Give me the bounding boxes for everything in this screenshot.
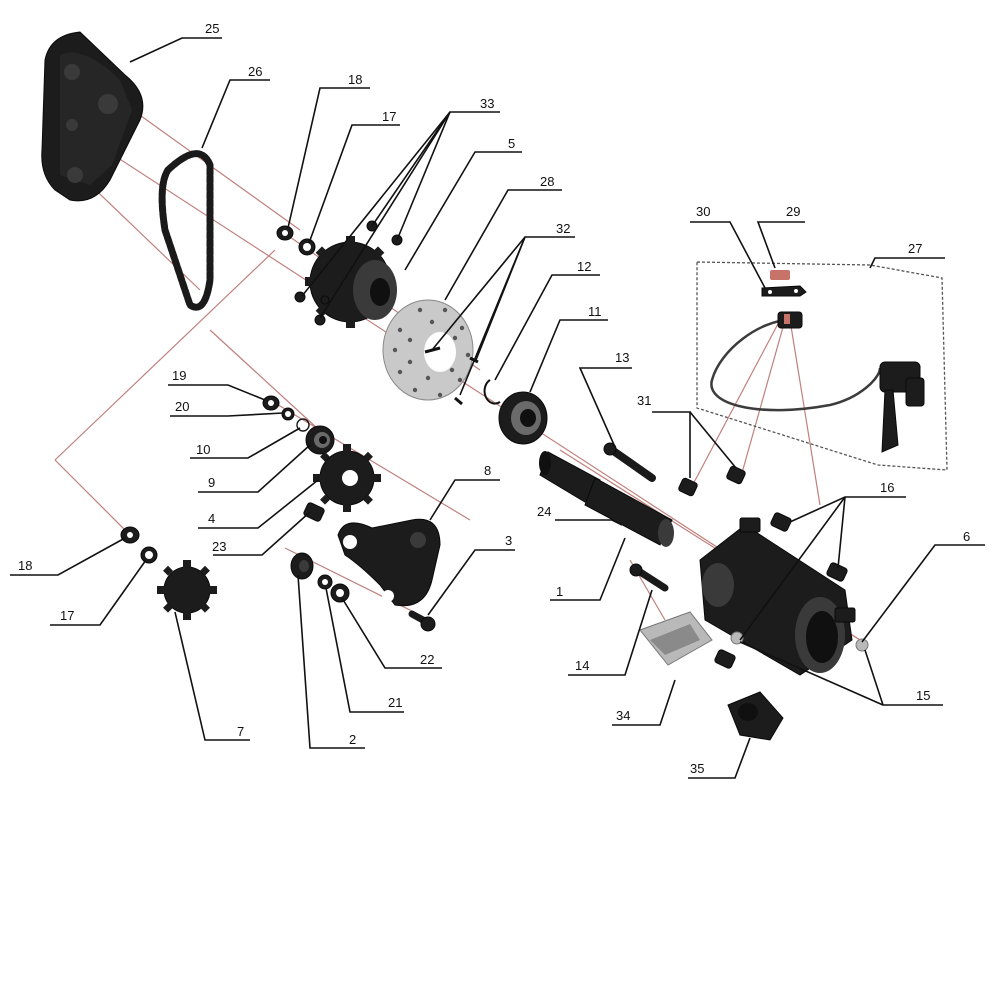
callout-25: 25	[205, 21, 219, 36]
part-25-chain-guard	[41, 31, 144, 202]
callout-12: 12	[577, 259, 591, 274]
callout-1: 1	[556, 584, 563, 599]
callout-14: 14	[575, 658, 589, 673]
part-29-brake-pad	[770, 270, 790, 280]
part-19-washer	[262, 395, 280, 411]
callout-29: 29	[786, 204, 800, 219]
part-22-nut	[330, 583, 350, 603]
part-2-spacer	[290, 552, 314, 580]
part-23-bolt	[303, 502, 325, 522]
callout-30: 30	[696, 204, 710, 219]
part-18-nut-lower	[120, 526, 140, 544]
leader-lines	[10, 37, 985, 779]
callout-8: 8	[484, 463, 491, 478]
callout-32: 32	[556, 221, 570, 236]
callout-27: 27	[908, 241, 922, 256]
callout-16: 16	[880, 480, 894, 495]
part-1-rear-axle	[539, 451, 674, 547]
callout-10: 10	[196, 442, 210, 457]
callout-5: 5	[508, 136, 515, 151]
part-16-housing-bolts	[714, 512, 848, 669]
part-30-pad-clip	[761, 285, 807, 297]
part-31-bolts	[678, 465, 746, 497]
part-17-washer-upper	[298, 238, 316, 256]
part-35-bushing	[727, 691, 784, 741]
part-14-bolt	[629, 563, 669, 592]
part-13-long-bolt	[603, 442, 656, 482]
callout-28: 28	[540, 174, 554, 189]
part-15-nuts	[730, 631, 869, 652]
callout-26: 26	[248, 64, 262, 79]
callout-23: 23	[212, 539, 226, 554]
part-9-bearing	[305, 425, 335, 455]
part-34-caliper-body	[639, 611, 713, 666]
part-17-washer-lower	[140, 546, 158, 564]
callout-11: 11	[588, 304, 602, 319]
callout-31: 31	[637, 393, 651, 408]
callout-22: 22	[420, 652, 434, 667]
callout-3: 3	[505, 533, 512, 548]
callout-21: 21	[388, 695, 402, 710]
callout-numbers: 25 26 18 17 33 5 28 32 12 11 30 29 27 13…	[18, 21, 970, 776]
callout-19: 19	[172, 368, 186, 383]
callout-17-lower: 17	[60, 608, 74, 623]
part-18-nut-upper	[276, 225, 294, 241]
part-26-drive-chain	[158, 150, 214, 311]
callout-18-upper: 18	[348, 72, 362, 87]
callout-9: 9	[208, 475, 215, 490]
callout-35: 35	[690, 761, 704, 776]
callout-6: 6	[963, 529, 970, 544]
callout-2: 2	[349, 732, 356, 747]
part-20-washer	[281, 407, 295, 421]
callout-17-upper: 17	[382, 109, 396, 124]
callout-34: 34	[616, 708, 630, 723]
callout-33: 33	[480, 96, 494, 111]
part-11-bearing	[498, 391, 548, 445]
callout-18-lower: 18	[18, 558, 32, 573]
part-27-brake-kit	[696, 261, 948, 471]
callout-4: 4	[208, 511, 215, 526]
part-3-bolt	[408, 610, 436, 632]
part-4-sprocket	[313, 444, 381, 512]
callout-7: 7	[237, 724, 244, 739]
part-5-sprocket-hub	[305, 236, 397, 328]
part-21-washer	[317, 574, 333, 590]
callout-20: 20	[175, 399, 189, 414]
part-8-tensioner-bracket	[337, 518, 441, 607]
callout-13: 13	[615, 350, 629, 365]
part-7-sprocket	[157, 560, 217, 620]
brake-caliper	[777, 311, 803, 329]
callout-24: 24	[537, 504, 551, 519]
part-12-circlip	[483, 379, 501, 405]
callout-15: 15	[916, 688, 930, 703]
part-10-spacer	[296, 418, 310, 432]
